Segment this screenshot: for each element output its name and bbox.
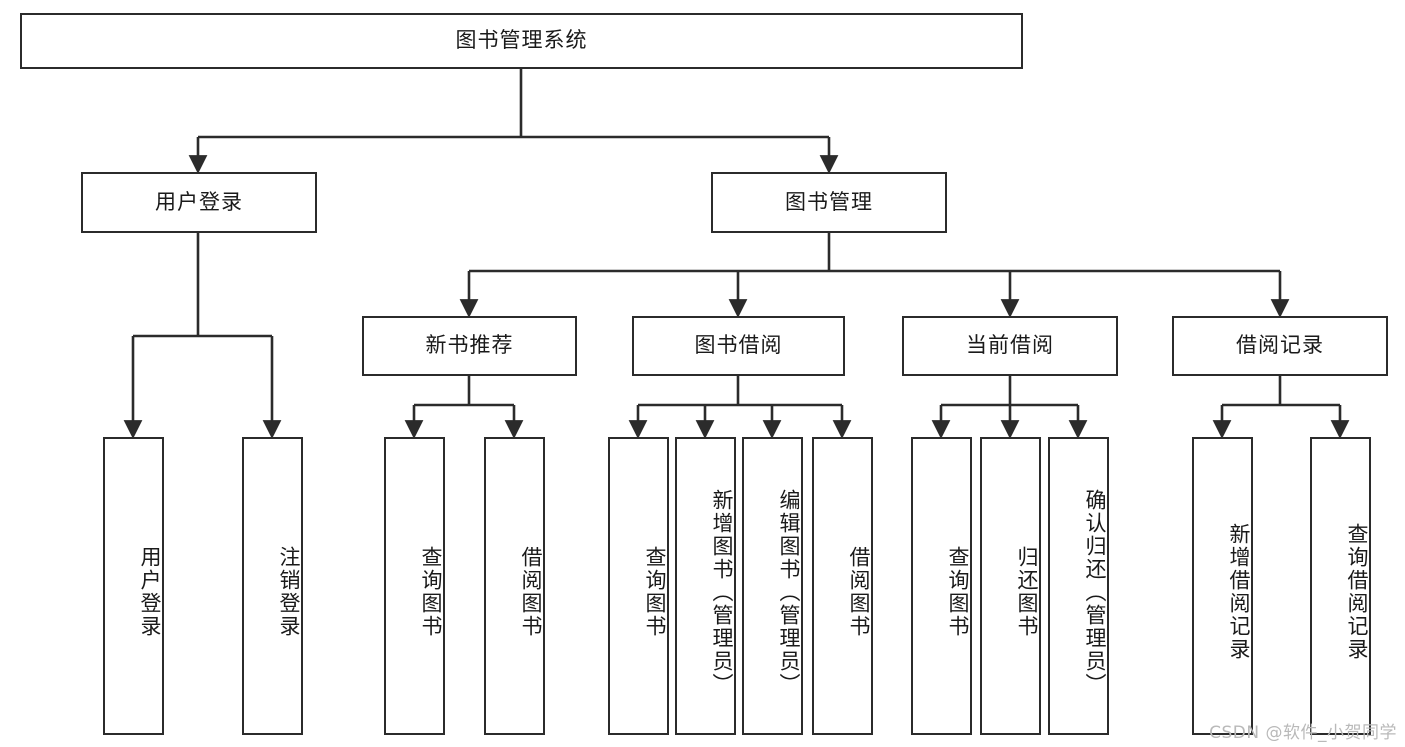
node-label: 新增借阅记录 (1227, 523, 1251, 661)
node-label: 确认归还（管理员） (1083, 488, 1107, 696)
node-label: 新书推荐 (425, 333, 514, 358)
node-label: 用户登录 (138, 546, 162, 638)
node-root-library-system[interactable]: 图书管理系统 (20, 13, 1023, 69)
leaf-edit-book-admin[interactable]: 编辑图书（管理员） (742, 437, 803, 735)
leaf-logout[interactable]: 注销登录 (242, 437, 303, 735)
node-label: 注销登录 (277, 546, 301, 638)
node-current-borrowing[interactable]: 当前借阅 (902, 316, 1118, 376)
node-label: 用户登录 (155, 189, 243, 214)
leaf-query-borrow-record[interactable]: 查询借阅记录 (1310, 437, 1371, 735)
leaf-borrow-books-recommend[interactable]: 借阅图书 (484, 437, 545, 735)
node-label: 查询图书 (643, 546, 667, 638)
node-label: 编辑图书（管理员） (777, 488, 801, 696)
node-label: 查询图书 (946, 546, 970, 638)
leaf-add-borrow-record[interactable]: 新增借阅记录 (1192, 437, 1253, 735)
csdn-watermark: CSDN @软件_小贺同学 (1209, 723, 1397, 743)
node-new-book-recommendation[interactable]: 新书推荐 (362, 316, 577, 376)
node-label: 查询图书 (419, 546, 443, 638)
node-label: 当前借阅 (966, 333, 1054, 358)
leaf-add-book-admin[interactable]: 新增图书（管理员） (675, 437, 736, 735)
node-label: 借阅图书 (847, 546, 871, 638)
node-label: 新增图书（管理员） (710, 488, 734, 696)
leaf-return-books[interactable]: 归还图书 (980, 437, 1041, 735)
node-label: 图书管理 (785, 189, 873, 214)
node-book-management[interactable]: 图书管理 (711, 172, 947, 233)
leaf-user-login[interactable]: 用户登录 (103, 437, 164, 735)
leaf-query-books-borrowing[interactable]: 查询图书 (608, 437, 669, 735)
node-label: 查询借阅记录 (1345, 523, 1369, 661)
node-borrowing-records[interactable]: 借阅记录 (1172, 316, 1388, 376)
node-label: 借阅图书 (519, 546, 543, 638)
leaf-query-books-current[interactable]: 查询图书 (911, 437, 972, 735)
node-user-login[interactable]: 用户登录 (81, 172, 317, 233)
node-label: 借阅记录 (1236, 333, 1324, 358)
node-book-borrowing[interactable]: 图书借阅 (632, 316, 845, 376)
node-label: 图书管理系统 (455, 28, 588, 53)
leaf-borrow-books-borrowing[interactable]: 借阅图书 (812, 437, 873, 735)
leaf-query-books-recommend[interactable]: 查询图书 (384, 437, 445, 735)
node-label: 归还图书 (1015, 546, 1039, 638)
node-label: 图书借阅 (694, 333, 783, 358)
leaf-confirm-return-admin[interactable]: 确认归还（管理员） (1048, 437, 1109, 735)
